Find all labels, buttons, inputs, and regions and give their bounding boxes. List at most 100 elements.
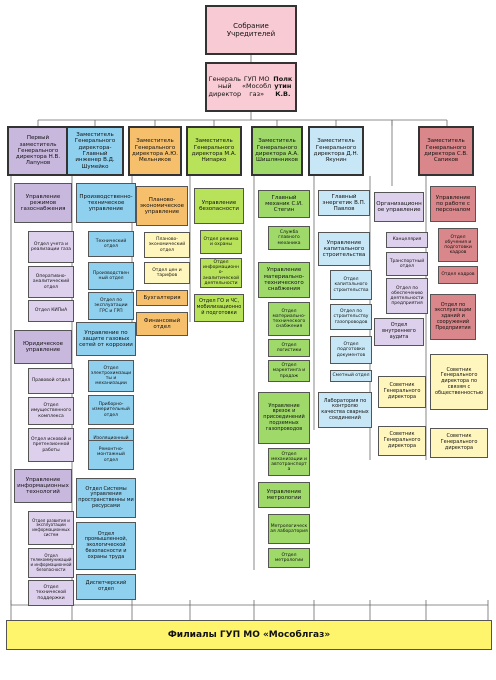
org-box-c4a: Отдел режима и охраны [200, 230, 242, 254]
org-box-label: Отдел по эксплуатации зданий и сооружени… [434, 301, 472, 331]
org-box-label: Отдел механизации и автотранспорта [271, 451, 307, 473]
org-box-label: Транспортный отдел [389, 258, 425, 269]
org-box-c1a: Отдел учета и реализации газа [28, 231, 74, 263]
org-box-c1d: Правовой отдел [28, 368, 74, 394]
org-box-label: Диспетчерский отдел [85, 580, 127, 592]
org-box-label: Заместитель Генерального директора М.А. … [191, 138, 237, 164]
org-box-c7a: Канцелярия [386, 232, 428, 248]
org-box-c3a: Планово- экономический отдел [144, 232, 190, 258]
org-box-label: Первый заместитель Генерального директор… [15, 135, 61, 167]
org-box-label: Канцелярия [392, 237, 422, 243]
org-box-label: Советник Генерального директора [383, 431, 421, 449]
org-box-label: Юридическое управление [22, 340, 64, 353]
org-box-c5e: Отдел механизации и автотранспорта [268, 448, 310, 476]
org-box-label: Отдел по строительству газопроводов [333, 309, 369, 325]
org-box-label: Служба главного механика [277, 230, 301, 246]
org-box-label: Отдел внутреннего аудита [382, 322, 416, 340]
org-box-c8h2: Отдел по эксплуатации зданий и сооружени… [430, 294, 476, 340]
org-box-c3h1: Планово- экономическое управление [136, 186, 188, 226]
org-box-d1: Первый заместитель Генерального директор… [7, 126, 69, 176]
org-box-c2g: Ремонтно- монтажный отдел [88, 440, 134, 470]
org-box-adv4: Советник Генерального директора [430, 428, 488, 458]
org-box-c5h4: Управление метрологии [258, 482, 310, 508]
org-box-c5g: Отдел метрологии [268, 548, 310, 568]
org-box-d3: Заместитель Генерального директора А.Ю. … [128, 126, 182, 176]
org-box-label: Управление режимов газоснабжения [20, 193, 66, 213]
org-box-d2: Заместитель Генерального директора- Глав… [66, 126, 124, 176]
org-box-c2b: Производствен ный отдел [88, 262, 134, 290]
org-box-top: Собрание Учредителей [205, 5, 297, 55]
org-box-label: Советник Генерального директора [383, 382, 421, 400]
org-box-c7b: Транспортный отдел [386, 252, 428, 276]
org-box-label: Правовой отдел [31, 378, 71, 384]
org-box-d4: Заместитель Генерального директора М.А. … [186, 126, 242, 176]
org-box-label: Управление материально- технического сна… [263, 267, 305, 293]
org-box-c6h3: Лаборатория по контролю качества сварных… [318, 392, 372, 428]
org-box-label: Отдел кадров [441, 272, 475, 278]
org-box-c2j: Диспетчерский отдел [76, 574, 136, 600]
org-box-label: Отдел учета и реализации газа [31, 241, 71, 252]
org-box-c1h2: Юридическое управление [14, 330, 72, 364]
org-box-label: Отдел промышленной, экологической безопа… [84, 530, 128, 560]
org-box-c1c: Отдел КИПиА [28, 300, 74, 322]
org-box-c7d: Отдел внутреннего аудита [374, 318, 424, 346]
org-box-label: Отдел технической поддержки [35, 585, 67, 601]
org-box-c7h1: Организационное управление [374, 192, 424, 222]
org-box-adv3: Советник Генерального директора [378, 426, 426, 456]
org-box-c5d: Отдел маркетинга и продаж [268, 360, 310, 382]
org-box-label: Планово- экономическое управление [139, 196, 185, 216]
org-box-c5c: Отдел логистики [268, 339, 310, 357]
org-box-c1e: Отдел имущественного комплекса [28, 397, 74, 425]
org-box-label: Отдел капитального строительства [333, 277, 369, 293]
org-box-label: Отдел по обеспечению деятельности предпр… [390, 285, 424, 307]
org-box-label: Главный энергетик В.П. Павлов [322, 193, 366, 213]
org-box-d5: Заместитель Генерального директора А.А. … [251, 126, 303, 176]
org-box-label: Сметный отдел [332, 373, 370, 379]
org-box-label: Заместитель Генерального директора А.А. … [255, 138, 299, 164]
org-box-c2h: Отдел Системы управления пространственны… [76, 478, 136, 518]
org-box-c6h2: Управление капитального строительства [318, 232, 370, 266]
org-box-c1h3: Управление информационных технологий [14, 469, 72, 503]
org-box-c1g: Отдел развития и эксплуатации информацио… [28, 511, 74, 545]
org-box-footer: Филиалы ГУП МО «Мособлгаз» [6, 620, 492, 650]
org-box-label: Отдел ГО и ЧС, мобилизационной подготовк… [196, 298, 242, 316]
director-line2: ГУП МО «Мособлгаз» [242, 74, 272, 98]
org-box-c2a: Технический отдел [88, 231, 134, 257]
org-box-c3c: Бухгалтерия [136, 290, 188, 306]
org-box-c2i: Отдел промышленной, экологической безопа… [76, 522, 136, 570]
org-box-label: Управление по работе с персоналом [435, 194, 471, 214]
org-box-label: Заместитель Генерального директора Д.Н. … [313, 138, 359, 164]
org-box-label: Управление по защите газовых сетей от ко… [79, 329, 133, 349]
org-box-c6a: Отдел капитального строительства [330, 270, 372, 300]
org-box-c2d: Отдел электрохимзащиты и механизации [88, 360, 134, 392]
org-box-c1b: Оперативно- аналитический отдел [28, 266, 74, 298]
org-box-c1h1: Управление режимов газоснабжения [14, 183, 72, 223]
org-box-c5h3: Управление врезок и присоединений подзем… [258, 392, 310, 444]
org-box-label: Отдел подготовки документов [336, 342, 366, 358]
org-box-c1i: Отдел технической поддержки [28, 580, 74, 606]
org-box-label: Заместитель Генерального директора- Глав… [74, 132, 116, 170]
org-box-label: Отдел информационно- аналитической деяте… [202, 260, 240, 286]
org-box-label: Отдел метрологии [274, 552, 304, 563]
org-box-c2h1: Производственно- техническое управление [76, 183, 136, 223]
org-box-c6h1: Главный энергетик В.П. Павлов [318, 190, 370, 216]
org-box-label: Управление метрологии [266, 488, 302, 501]
org-box-label: Финансовый отдел [143, 317, 181, 330]
org-box-c5b: Отдел материально- технического снабжени… [268, 302, 310, 336]
org-box-label: Филиалы ГУП МО «Мособлгаз» [167, 629, 331, 640]
org-box-c3d: Финансовый отдел [136, 312, 188, 336]
org-box-c6d: Сметный отдел [330, 370, 372, 382]
org-box-label: Отдел по эксплуатации ГРС и ГРП [94, 298, 128, 314]
org-box-label: Приборно- измерительный отдел [92, 402, 130, 418]
org-box-d8: Заместитель Генерального директора С.В. … [418, 126, 474, 176]
org-box-c4h1: Управление безопасности [194, 188, 244, 224]
org-box-c1h: Отдел телекоммуникаций и информационной … [28, 548, 74, 578]
org-box-label: Отдел развития и эксплуатации информацио… [32, 517, 70, 537]
org-box-c8h1: Управление по работе с персоналом [430, 186, 476, 222]
org-box-c1f: Отдел исковой и претензионной работы [28, 428, 74, 462]
org-box-c8b: Отдел кадров [438, 266, 478, 284]
org-box-label: Отдел маркетинга и продаж [272, 363, 306, 379]
org-box-label: Отдел телекоммуникаций и информационной … [30, 552, 72, 572]
